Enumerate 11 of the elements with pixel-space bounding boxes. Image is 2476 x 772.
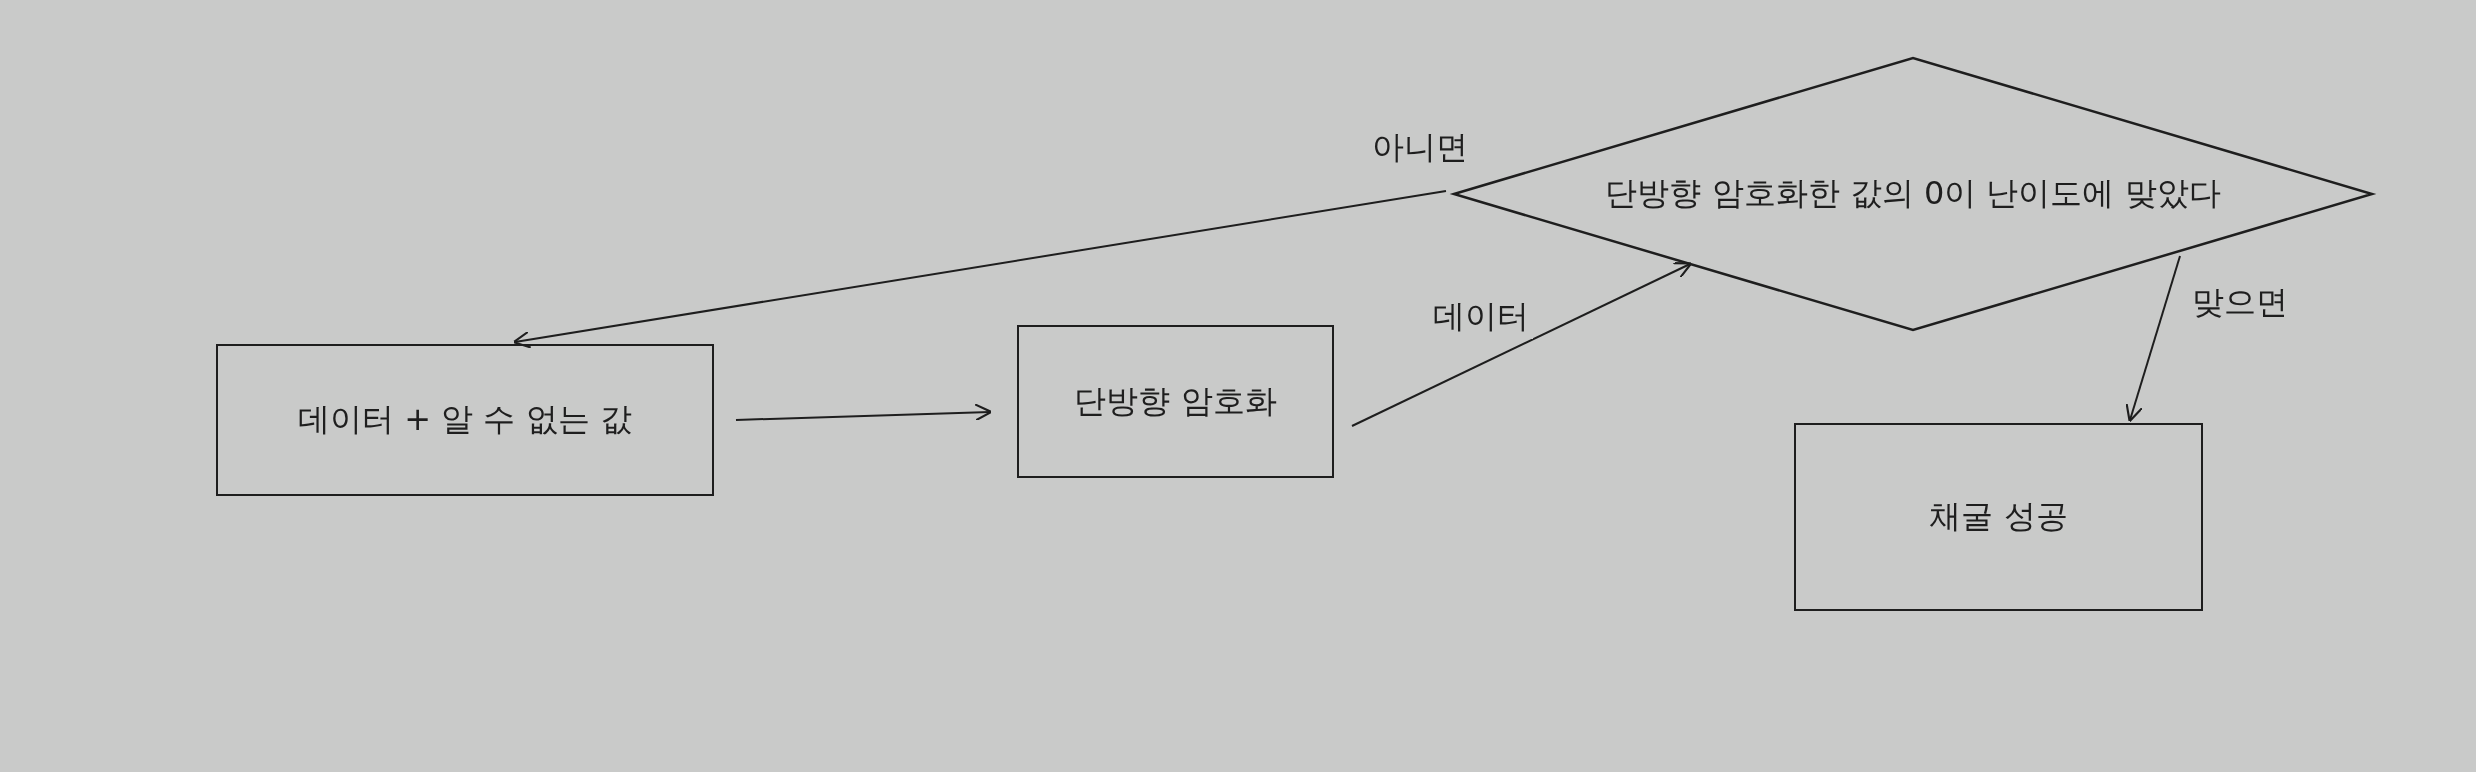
node-label: 단방향 암호화한 값의 0이 난이도에 맞았다 [1605, 173, 2221, 214]
process-box [1017, 325, 1334, 478]
arrow [735, 403, 993, 422]
node-label: 채굴 성공 [1929, 496, 2068, 537]
process-box [216, 344, 714, 496]
arrow [1351, 262, 1693, 427]
arrow [512, 190, 1447, 349]
process-box [1794, 423, 2203, 611]
node-label: 단방향 암호화 [1074, 380, 1277, 422]
node-label: 데이터 + 알 수 없는 값 [298, 399, 632, 440]
arrow [2125, 255, 2181, 423]
